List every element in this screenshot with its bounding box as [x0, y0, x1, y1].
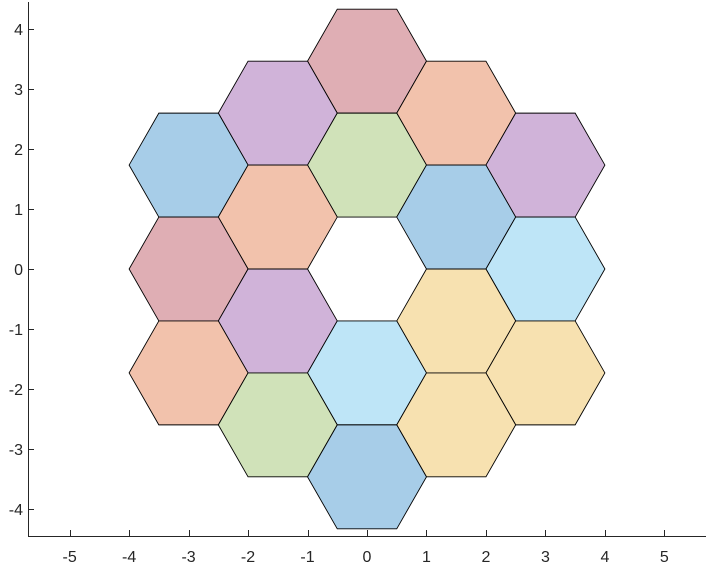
x-tick-label: -1: [300, 549, 314, 566]
x-tick-label: 4: [600, 549, 609, 566]
x-tick-label: 3: [541, 549, 550, 566]
axes: -5 -4 -3 -2 -1 0 1 2 3 4 5 -4 -3 -2 -1 0 1 2 3 4: [9, 2, 706, 566]
x-axis-ticks: -5 -4 -3 -2 -1 0 1 2 3 4 5: [63, 530, 669, 566]
x-tick-label: -2: [241, 549, 255, 566]
y-tick-label: 2: [14, 142, 23, 159]
hexagon-tile-18: [307, 424, 427, 530]
x-tick-label: -5: [63, 549, 77, 566]
y-tick-label: -1: [9, 322, 23, 339]
y-axis-ticks: -4 -3 -2 -1 0 1 2 3 4: [9, 22, 34, 519]
y-tick-label: -4: [9, 502, 23, 519]
y-tick-label: 0: [14, 262, 23, 279]
y-tick-label: 3: [14, 82, 23, 99]
x-tick-label: 0: [363, 549, 372, 566]
x-tick-label: 2: [481, 549, 490, 566]
y-tick-label: 4: [14, 22, 23, 39]
x-tick-label: 5: [660, 549, 669, 566]
y-tick-label: -3: [9, 442, 23, 459]
x-tick-label: -4: [122, 549, 136, 566]
hexagon-layer: [128, 8, 606, 530]
x-tick-label: 1: [422, 549, 431, 566]
y-tick-label: 1: [14, 202, 23, 219]
y-tick-label: -2: [9, 382, 23, 399]
x-tick-label: -3: [181, 549, 195, 566]
